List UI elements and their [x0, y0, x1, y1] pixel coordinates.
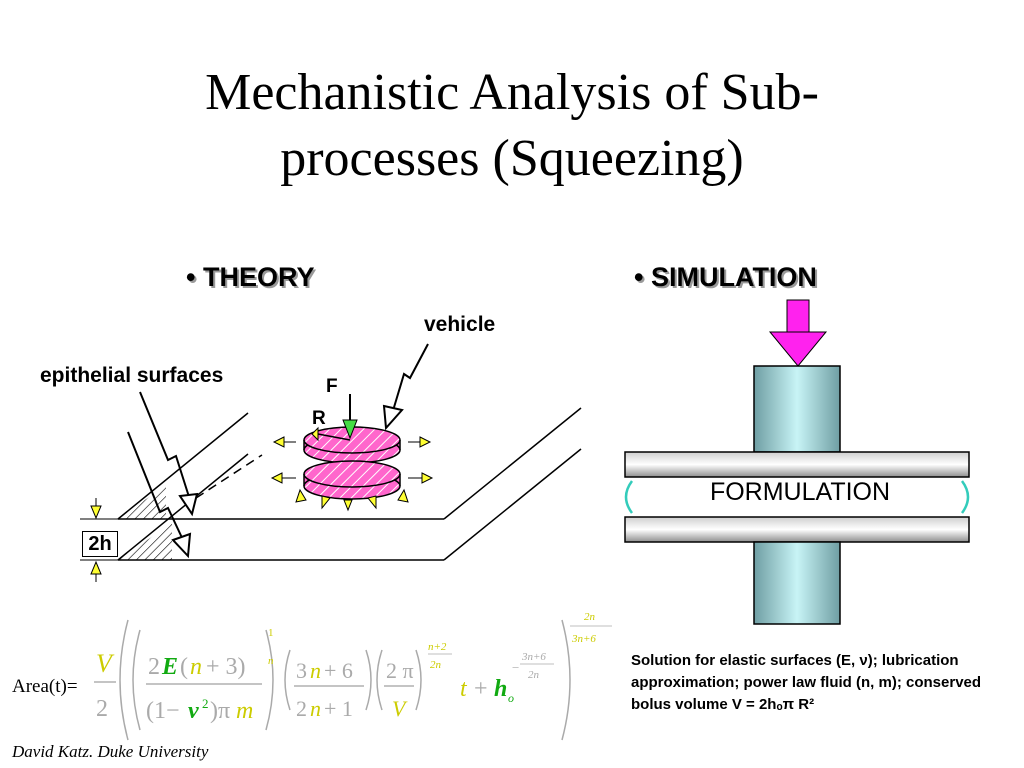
svg-text:2 π: 2 π: [386, 658, 414, 683]
svg-text:h: h: [494, 676, 507, 702]
svg-text:n: n: [310, 696, 321, 721]
svg-text:n: n: [310, 658, 321, 683]
vehicle-disc-lower: [303, 460, 401, 500]
surface-shading-top: [118, 485, 166, 519]
svg-text:2: 2: [96, 696, 108, 722]
gap-2h-label: 2h: [82, 531, 118, 557]
svg-text:V: V: [96, 649, 115, 678]
formulation-label: FORMULATION: [709, 478, 891, 506]
svg-text:+ 1: + 1: [324, 696, 353, 721]
svg-text:2n: 2n: [528, 669, 540, 681]
svg-text:1: 1: [268, 627, 274, 639]
svg-text:n: n: [268, 655, 274, 667]
press-arrow: [768, 299, 828, 367]
radius-arrow: [311, 426, 351, 442]
epithelial-pointer-2: [127, 431, 192, 559]
svg-text:o: o: [508, 691, 514, 705]
author-footer: David Katz. Duke University: [12, 742, 209, 761]
svg-text:+ 3): + 3): [206, 654, 246, 680]
force-label: F: [326, 376, 338, 397]
solution-description: Solution for elastic surfaces (E, ν); lu…: [631, 652, 982, 713]
upper-plate: [624, 451, 970, 478]
slide-title: Mechanistic Analysis of Sub- processes (…: [0, 60, 1024, 192]
title-line-1: Mechanistic Analysis of Sub-: [205, 64, 819, 121]
svg-text:m: m: [236, 698, 253, 724]
bolus-right-bracket: [960, 480, 970, 514]
svg-text:2n: 2n: [430, 659, 442, 671]
epithelial-surface-bottom: [117, 448, 582, 561]
vehicle-pointer: [382, 343, 429, 431]
svg-text:t: t: [460, 676, 468, 702]
vehicle-disc-upper: [303, 426, 401, 464]
gap-dashed-line: [195, 454, 263, 499]
svg-text:3n+6: 3n+6: [521, 651, 546, 663]
svg-text:2: 2: [148, 654, 160, 680]
svg-text:n: n: [190, 654, 202, 680]
vehicle-label: vehicle: [424, 313, 496, 336]
svg-text:3n+6: 3n+6: [571, 633, 596, 645]
lower-plate: [624, 516, 970, 543]
svg-text:2: 2: [296, 696, 307, 721]
simulation-heading: • SIMULATION: [634, 262, 817, 292]
epithelial-pointer-1: [139, 391, 199, 517]
lower-rod: [753, 541, 841, 625]
force-arrow: [342, 394, 358, 440]
svg-text:2: 2: [202, 696, 209, 711]
surface-shading-bottom: [118, 523, 172, 560]
svg-text:n+2: n+2: [428, 641, 447, 653]
epithelial-surfaces-label: epithelial surfaces: [40, 364, 224, 387]
svg-text:2n: 2n: [584, 611, 596, 623]
svg-text:(: (: [180, 654, 188, 680]
title-line-2: processes (Squeezing): [280, 130, 744, 187]
svg-text:+: +: [474, 676, 488, 702]
svg-text:(1−: (1−: [146, 698, 180, 724]
theory-heading: • THEORY: [186, 262, 315, 292]
radius-label: R: [312, 408, 326, 429]
svg-text:V: V: [392, 696, 408, 721]
upper-rod: [753, 365, 841, 453]
gap-marker-top-arrow: [90, 498, 102, 520]
area-equation: V 2 2 E ( n + 3) (1− ν 2 )π m 1 n 3 n + …: [94, 611, 612, 741]
svg-text:E: E: [161, 654, 178, 680]
svg-text:−: −: [512, 660, 519, 675]
flow-arrows: [270, 436, 434, 512]
gap-marker-bottom-arrow: [90, 560, 102, 582]
svg-text:ν: ν: [188, 698, 199, 724]
svg-text:)π: )π: [210, 698, 230, 724]
svg-text:3: 3: [296, 658, 307, 683]
area-equation-lhs: Area(t)=: [12, 676, 78, 697]
svg-text:+ 6: + 6: [324, 658, 353, 683]
bolus-left-bracket: [624, 480, 634, 514]
